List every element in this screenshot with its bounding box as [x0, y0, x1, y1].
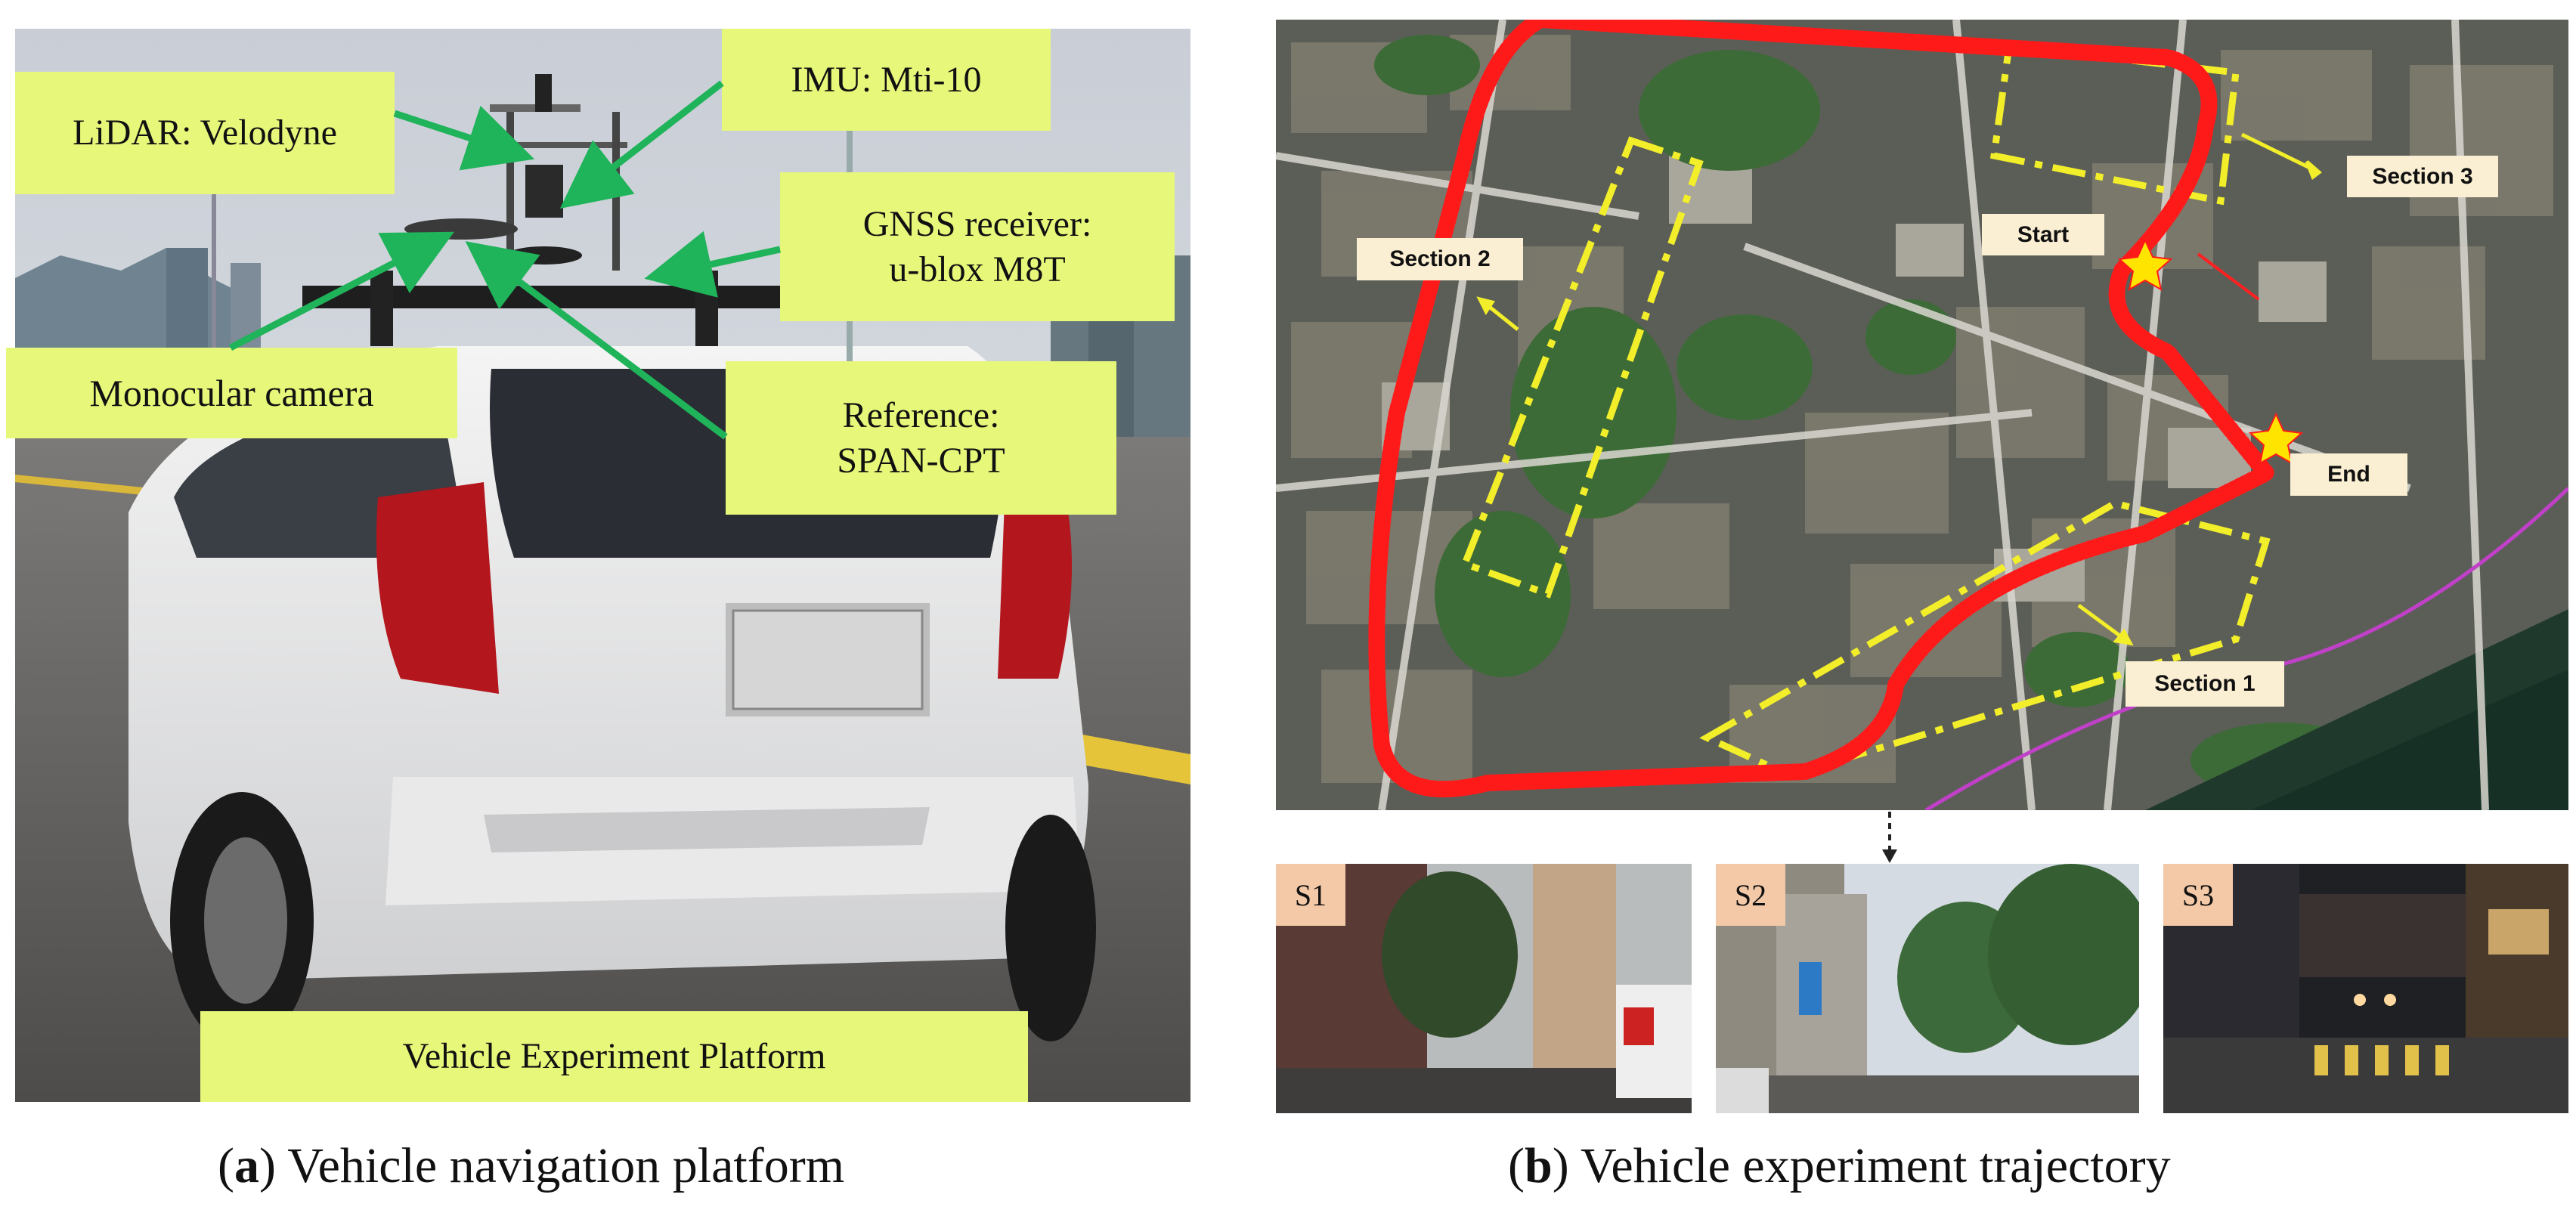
reference-label-line1: Reference:	[842, 395, 1000, 435]
pointer-arrows	[228, 80, 781, 440]
thumbnail-s2-tag-text: S2	[1734, 877, 1767, 912]
section2-box	[1460, 136, 1704, 599]
thumbnail-s2-tag: S2	[1716, 864, 1785, 926]
lidar-label-text: LiDAR: Velodyne	[73, 113, 337, 153]
end-marker-icon	[2248, 412, 2304, 465]
gnss-label-line2: u-blox M8T	[889, 249, 1066, 289]
section3-label-text: Section 3	[2372, 163, 2473, 189]
down-arrow	[1882, 812, 1897, 863]
thumbnail-s3-drawing	[2163, 864, 2568, 1113]
thumbnail-s3-tag: S3	[2163, 864, 2233, 926]
section2-label-text: Section 2	[1389, 246, 1491, 271]
platform-label: Vehicle Experiment Platform	[200, 1011, 1028, 1102]
thumbnail-s3	[2163, 864, 2568, 1113]
imu-label: IMU: Mti-10	[722, 29, 1051, 131]
satellite-map	[1276, 20, 2568, 810]
imu-label-text: IMU: Mti-10	[791, 59, 982, 100]
reference-label: Reference: SPAN-CPT	[726, 361, 1116, 515]
caption-a-letter: a	[234, 1138, 259, 1193]
gnss-arrow	[644, 231, 781, 298]
thumbnail-s1-tag: S1	[1276, 864, 1345, 926]
lidar-label: LiDAR: Velodyne	[15, 72, 395, 194]
thumbnail-s1-tag-text: S1	[1294, 877, 1327, 912]
section1-label: Section 1	[2126, 661, 2284, 707]
caption-b-text: Vehicle experiment trajectory	[1581, 1138, 2171, 1193]
caption-a-text: Vehicle navigation platform	[287, 1138, 845, 1193]
camera-label-text: Monocular camera	[89, 371, 374, 414]
reference-label-line2: SPAN-CPT	[837, 440, 1005, 481]
satellite-map-drawing	[1276, 20, 2568, 810]
section3-label: Section 3	[2347, 156, 2498, 197]
start-label-text: Start	[2017, 221, 2070, 247]
thumbnail-s3-tag-text: S3	[2181, 877, 2215, 912]
camera-label: Monocular camera	[6, 348, 457, 438]
start-label: Start	[1982, 214, 2104, 255]
end-label: End	[2290, 453, 2407, 496]
end-label-text: End	[2327, 462, 2370, 487]
lidar-arrow	[393, 105, 535, 171]
start-marker-icon	[2117, 238, 2173, 291]
caption-a: (a) Vehicle navigation platform	[218, 1138, 845, 1193]
gnss-label: GNSS receiver: u-blox M8T	[780, 172, 1175, 321]
imu-arrow	[559, 80, 724, 209]
platform-label-text: Vehicle Experiment Platform	[402, 1036, 826, 1076]
section2-label: Section 2	[1357, 238, 1523, 280]
camera-arrow	[228, 231, 454, 351]
caption-b-letter: b	[1524, 1138, 1553, 1193]
gnss-label-line1: GNSS receiver:	[862, 203, 1092, 244]
reference-arrow	[465, 241, 728, 440]
section1-label-text: Section 1	[2154, 671, 2256, 696]
caption-b: (b) Vehicle experiment trajectory	[1508, 1138, 2171, 1193]
